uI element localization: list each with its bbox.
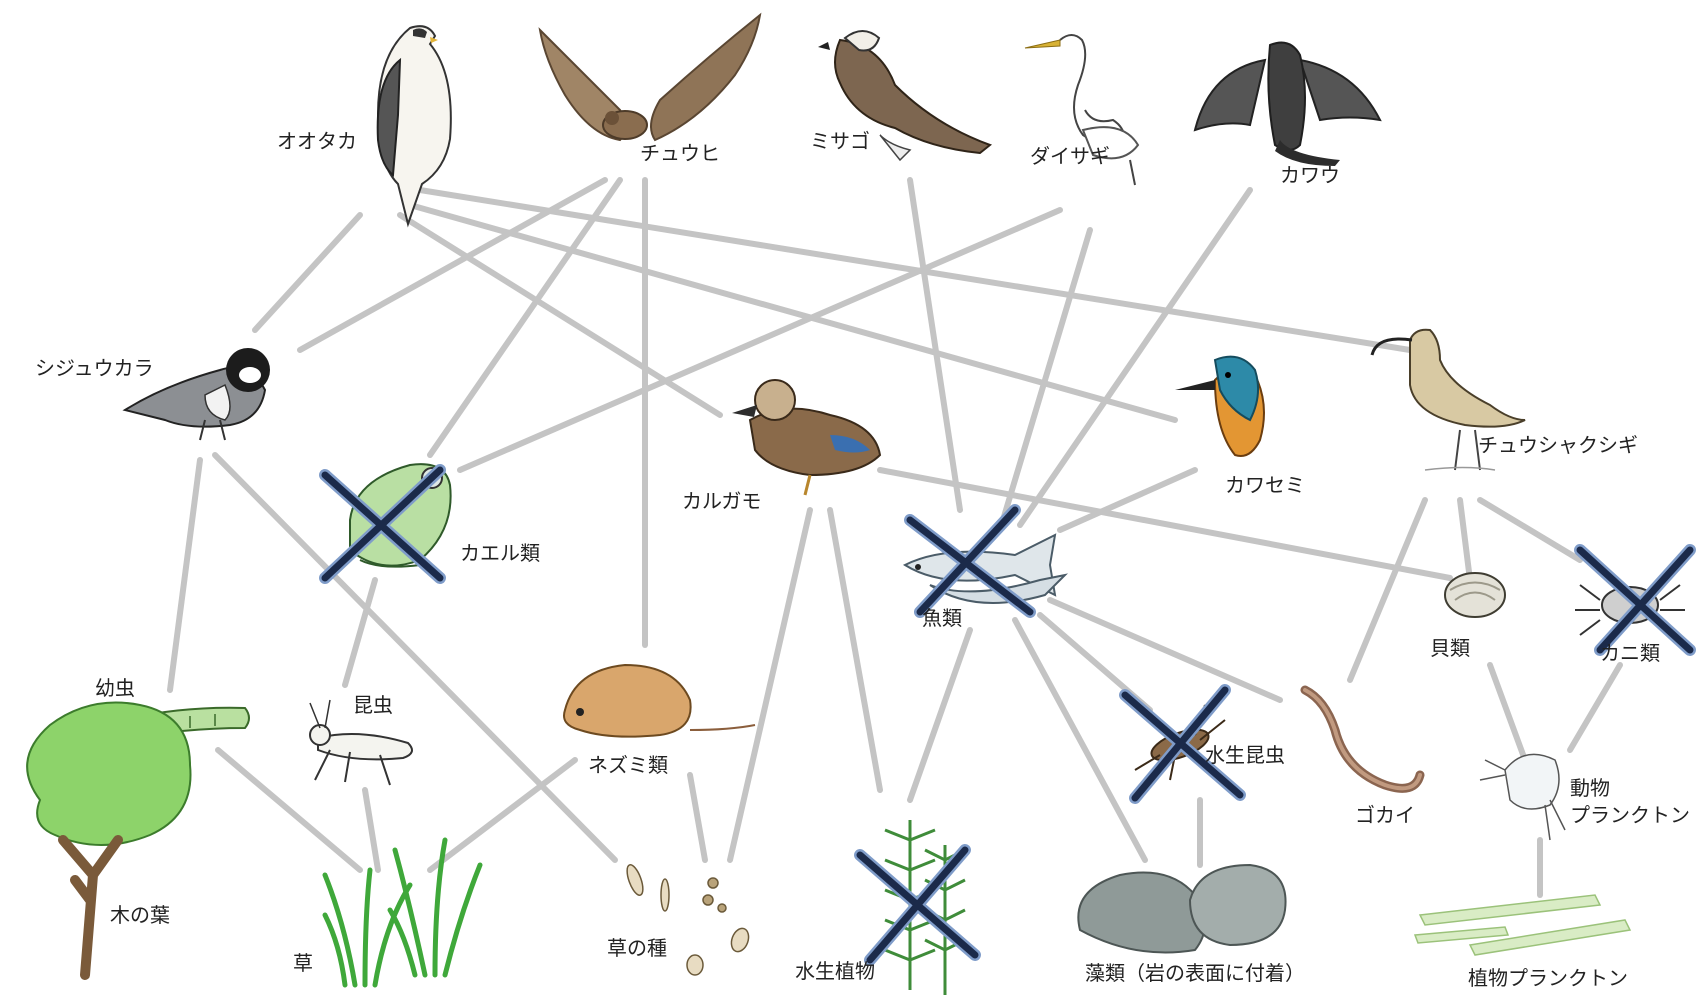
label-ootaka: オオタカ <box>277 129 357 153</box>
link-nezumi-kusanotane <box>690 775 705 860</box>
link-shijuukara-youchuu <box>170 460 200 690</box>
shokubutsuplankton-phytoplankton-icon <box>1415 895 1630 955</box>
link-kairui-doubutsuplankton <box>1490 665 1525 760</box>
label-shijuukara: シジュウカラ <box>35 356 154 380</box>
link-ootaka-shijuukara <box>255 215 360 330</box>
label-suiseishokubutsu: 水生植物 <box>795 959 875 983</box>
label-kanirui: カニ類 <box>1600 641 1660 665</box>
link-chuushakushigi-kanirui <box>1480 500 1580 560</box>
link-chuushakushigi-kairui <box>1460 500 1470 580</box>
link-karugamo-kusanotane <box>730 510 810 860</box>
link-gyorui-suiseishokubutsu <box>910 630 970 800</box>
link-ootaka-kawasemi <box>410 205 1175 420</box>
label-kairui: 貝類 <box>1430 636 1470 660</box>
link-nezumi-kusa <box>430 760 575 870</box>
label-suiseikonchuu: 水生昆虫 <box>1205 743 1285 767</box>
kawasemi-kingfisher-icon <box>1175 357 1264 456</box>
label-shokubutsu-plankton: 植物プランクトン <box>1468 966 1628 990</box>
nezumi-mouse-icon <box>564 665 755 737</box>
kairui-shellfish-icon <box>1445 573 1505 617</box>
label-sourui: 藻類（岩の表面に付着） <box>1085 961 1305 985</box>
label-kaeru: カエル類 <box>460 541 540 565</box>
cross-kanirui-icon <box>1580 550 1690 650</box>
label-daisagi: ダイサギ <box>1030 144 1110 168</box>
link-konchuu-kusa <box>365 790 378 870</box>
link-chuushakushigi-gokai <box>1350 500 1425 680</box>
label-kusanotane: 草の種 <box>607 936 667 960</box>
label-kinoha: 木の葉 <box>110 903 170 927</box>
link-kawasemi-gyorui <box>1060 470 1195 530</box>
karugamo-duck-icon <box>732 380 880 495</box>
kawau-cormorant-icon <box>1195 43 1380 166</box>
label-karugamo: カルガモ <box>682 489 761 513</box>
sourui-algae-rocks-icon <box>1078 865 1285 953</box>
link-gyorui-sourui <box>1015 620 1145 860</box>
link-karugamo-suiseishokubutsu <box>830 510 880 790</box>
label-chuushakushigi: チュウシャクシギ <box>1478 433 1638 457</box>
label-nezumi: ネズミ類 <box>588 753 668 777</box>
label-youchuu: 幼虫 <box>95 676 135 700</box>
label-kawau: カワウ <box>1280 163 1340 187</box>
label-kusa: 草 <box>293 951 313 975</box>
label-konchuu: 昆虫 <box>353 693 393 717</box>
label-gokai: ゴカイ <box>1355 803 1415 827</box>
label-gyorui: 魚類 <box>922 606 962 630</box>
link-youchuu-kusa <box>218 750 360 870</box>
kinoha-tree-icon <box>27 703 190 976</box>
link-kaeru-konchuu <box>345 580 375 685</box>
chuuhi-harrier-icon <box>540 15 760 140</box>
gokai-worm-icon <box>1305 690 1420 788</box>
doubutsuplankton-zooplankton-icon <box>1480 754 1565 840</box>
label-kawasemi: カワセミ <box>1225 473 1305 497</box>
label-doubutsu-line1: 動物 <box>1570 776 1610 800</box>
label-misago: ミサゴ <box>810 129 870 153</box>
label-doubutsu-line2: プランクトン <box>1570 803 1690 827</box>
label-chuuhi: チュウヒ <box>640 141 720 165</box>
link-kanirui-doubutsuplankton <box>1570 665 1620 750</box>
